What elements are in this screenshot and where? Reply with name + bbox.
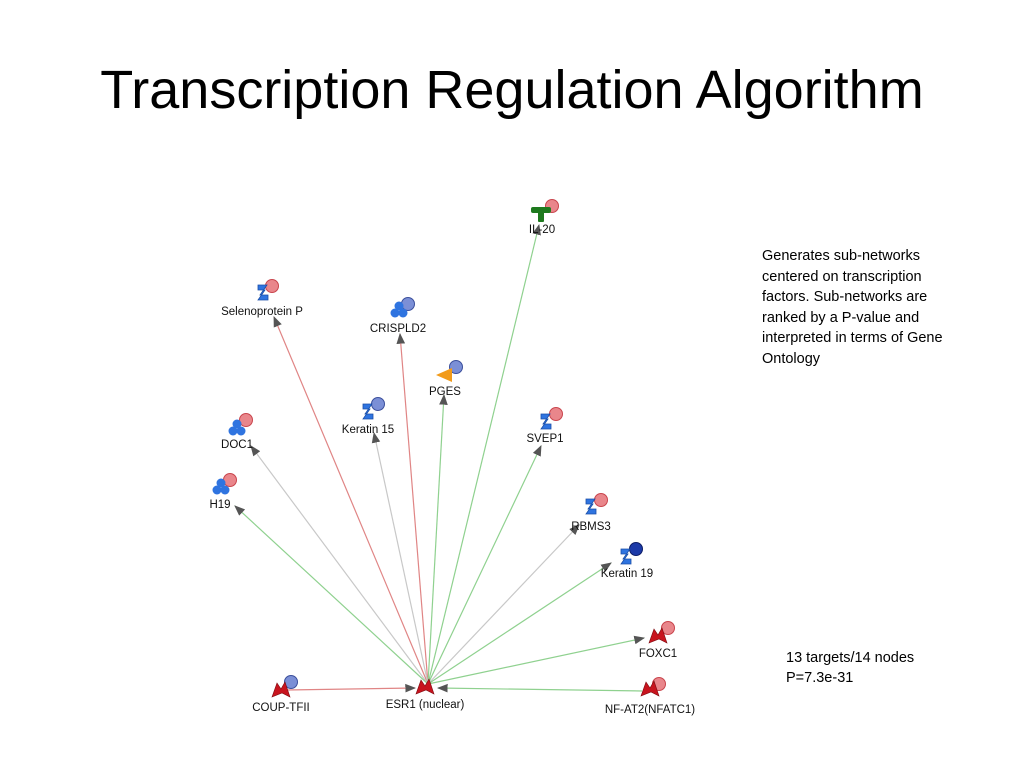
red-marker-icon xyxy=(594,493,608,507)
network-stats: 13 targets/14 nodes P=7.3e-31 xyxy=(786,648,914,688)
slide-title: Transcription Regulation Algorithm xyxy=(100,60,924,120)
edge-esr1-rbms3 xyxy=(427,524,580,685)
node-label: SVEP1 xyxy=(526,433,563,445)
node-label: CRISPLD2 xyxy=(370,323,426,335)
blue-marker-icon xyxy=(449,360,463,374)
edge-esr1-il20 xyxy=(427,223,541,685)
red-marker-icon xyxy=(223,473,237,487)
protein-icon xyxy=(585,498,597,515)
node-esr1[interactable]: ESR1 (nuclear) xyxy=(386,678,465,711)
transcription-factor-icon xyxy=(271,681,291,698)
node-svep1[interactable]: SVEP1 xyxy=(526,407,564,446)
node-h19[interactable]: H19 xyxy=(209,473,237,512)
node-label: NF-AT2(NFATC1) xyxy=(605,704,695,716)
edge-coup-esr1 xyxy=(286,683,417,693)
node-keratin19[interactable]: Keratin 19 xyxy=(601,542,653,581)
blue-marker-icon xyxy=(284,675,298,689)
algorithm-description: Generates sub-networks centered on trans… xyxy=(762,248,943,367)
node-selenoprotein[interactable]: Selenoprotein P xyxy=(221,279,303,319)
edge-esr1-keratin15 xyxy=(371,431,429,685)
enzyme-icon xyxy=(436,368,452,382)
protein-icon xyxy=(620,548,632,565)
node-nfat[interactable]: NF-AT2(NFATC1) xyxy=(605,677,695,717)
edge-esr1-keratin19 xyxy=(427,562,612,685)
ligand-icon xyxy=(531,207,551,222)
red-marker-icon xyxy=(239,413,253,427)
edge-layer xyxy=(234,223,646,693)
node-label: COUP-TFII xyxy=(252,702,310,714)
node-label: Keratin 19 xyxy=(601,568,653,580)
blue-marker-icon xyxy=(371,397,385,411)
node-foxc1[interactable]: FOXC1 xyxy=(639,621,677,661)
node-doc1[interactable]: DOC1 xyxy=(221,413,253,452)
node-label: IL-20 xyxy=(529,224,555,236)
node-label: RBMS3 xyxy=(571,521,611,533)
node-label: DOC1 xyxy=(221,439,253,451)
node-keratin15[interactable]: Keratin 15 xyxy=(342,397,394,437)
edge-esr1-pges xyxy=(427,393,448,685)
node-label: Selenoprotein P xyxy=(221,306,303,318)
node-label: FOXC1 xyxy=(639,648,677,660)
p-value: P=7.3e-31 xyxy=(786,670,854,686)
transcription-factor-icon xyxy=(648,627,668,644)
node-label: PGES xyxy=(429,386,461,398)
edge-esr1-svep1 xyxy=(427,445,542,685)
targets-nodes-count: 13 targets/14 nodes xyxy=(786,650,915,666)
node-il20[interactable]: IL-20 xyxy=(529,199,559,237)
edge-nfat-esr1 xyxy=(436,683,643,693)
node-pges[interactable]: PGES xyxy=(429,360,463,399)
node-label: H19 xyxy=(209,499,230,511)
protein-complex-icon xyxy=(390,301,408,318)
red-marker-icon xyxy=(661,621,675,635)
node-label: ESR1 (nuclear) xyxy=(386,699,465,711)
protein-icon xyxy=(257,284,269,301)
red-marker-icon xyxy=(265,279,279,293)
edge-esr1-foxc1 xyxy=(427,635,646,685)
edge-esr1-h19 xyxy=(234,505,429,685)
node-coup[interactable]: COUP-TFII xyxy=(252,675,310,715)
transcription-factor-icon xyxy=(415,678,435,695)
protein-icon xyxy=(540,413,552,430)
node-crispld2[interactable]: CRISPLD2 xyxy=(370,297,426,336)
protein-complex-icon xyxy=(228,419,246,436)
node-label: Keratin 15 xyxy=(342,424,394,436)
darkblue-marker-icon xyxy=(629,542,643,556)
edge-esr1-selenoprotein xyxy=(273,316,429,685)
edge-esr1-crispld2 xyxy=(396,332,429,685)
node-rbms3[interactable]: RBMS3 xyxy=(571,493,611,534)
protein-complex-icon xyxy=(212,478,230,495)
red-marker-icon xyxy=(549,407,563,421)
transcription-factor-icon xyxy=(640,680,660,697)
protein-icon xyxy=(362,403,374,420)
edge-esr1-doc1 xyxy=(250,445,429,685)
